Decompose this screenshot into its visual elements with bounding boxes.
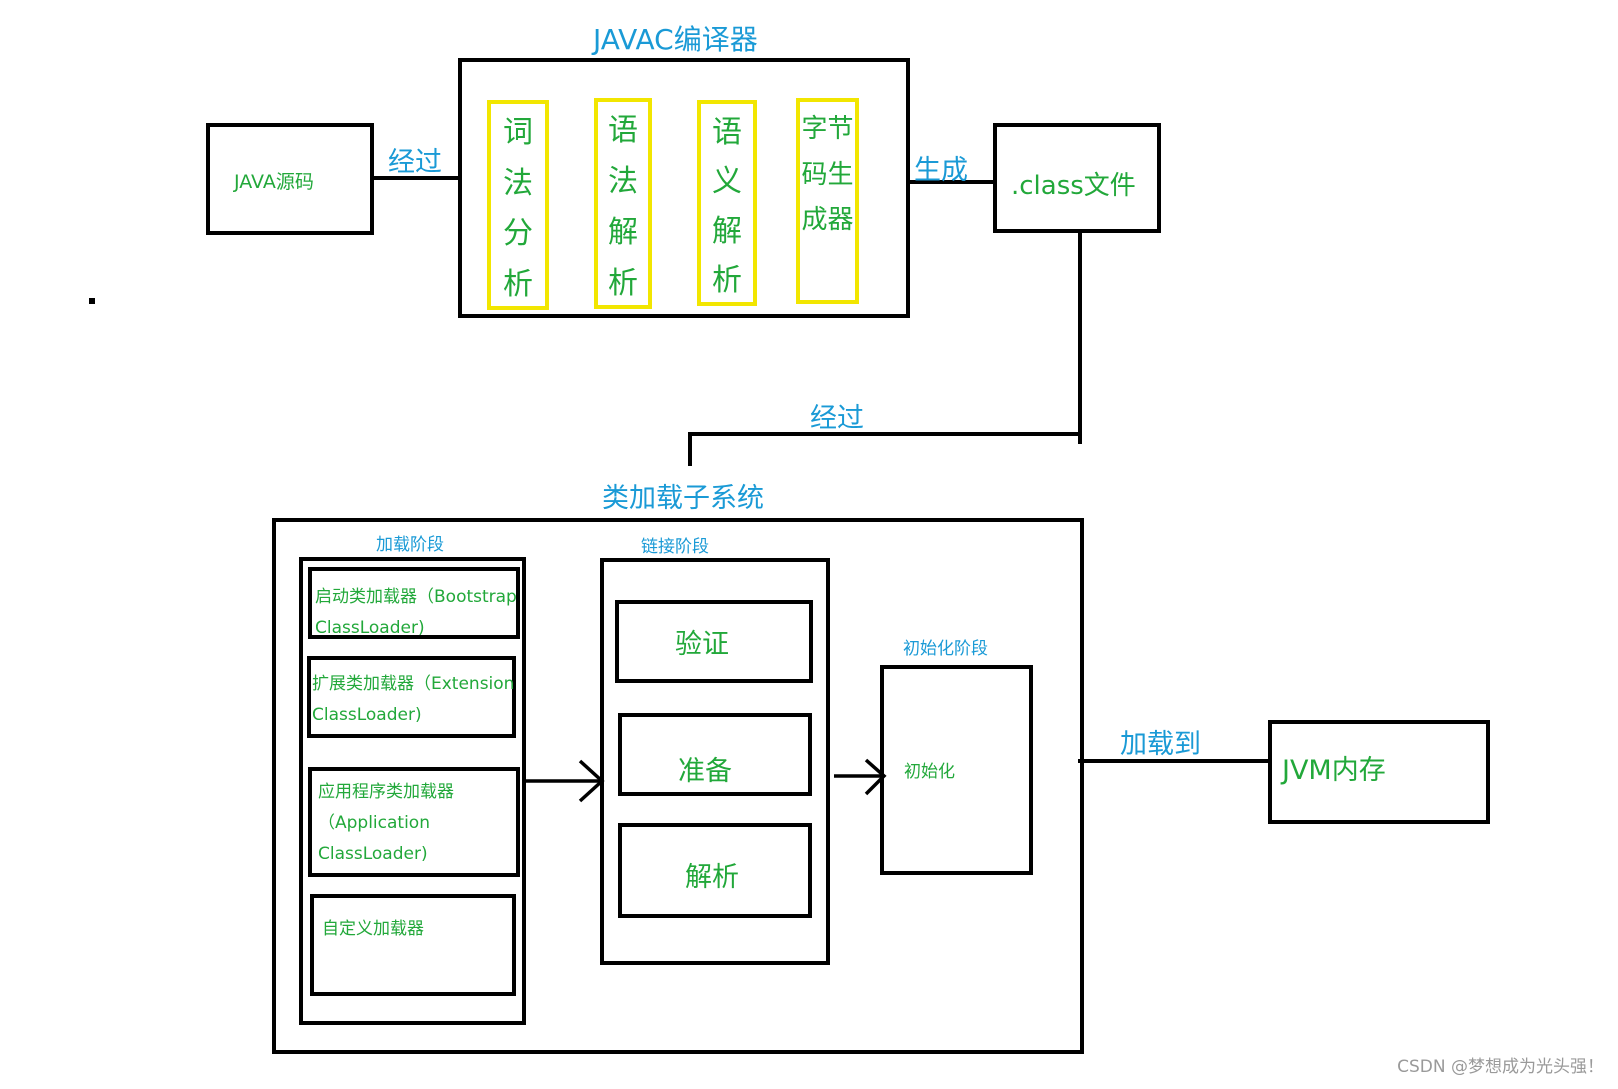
stage-semantic-box: 语 义 解 析 [697,100,757,306]
arrow-loading-to-linking [524,759,605,803]
classloader-subsystem-box [272,518,1084,1054]
application-loader-box: 应用程序类加载器 （Application ClassLoader) [308,767,520,877]
loading-stage-label: 加载阶段 [376,535,444,555]
stage-lexical-text: 词 法 分 析 [503,115,533,302]
extension-loader-text: 扩展类加载器（Extension ClassLoader) [312,674,515,725]
stage-syntax-text: 语 法 解 析 [608,113,638,301]
java-source-box: JAVA源码 [206,123,374,235]
connector-to-jvm [1078,759,1272,763]
stage-syntax-box: 语 法 解 析 [594,98,652,309]
extension-loader-box: 扩展类加载器（Extension ClassLoader) [307,656,516,738]
arrow-linking-to-init [834,758,887,796]
resolve-label: 解析 [685,862,739,893]
init-stage-label: 初始化阶段 [903,639,988,659]
javac-compiler-box [458,58,910,318]
custom-loader-box: 自定义加载器 [310,894,516,996]
connector-down-to-loader [688,432,692,466]
classloader-title: 类加载子系统 [602,483,764,514]
load-to-label: 加载到 [1120,729,1201,760]
bootstrap-loader-text: 启动类加载器（Bootstrap ClassLoader) [315,587,517,638]
jvm-memory-box: JVM内存 [1268,720,1490,824]
connector-horizontal [688,432,1082,436]
prepare-box: 准备 [618,713,812,796]
prepare-label: 准备 [678,756,732,787]
loading-stage-box [299,557,526,1025]
application-loader-text: 应用程序类加载器 （Application ClassLoader) [318,782,454,864]
java-source-label: JAVA源码 [234,171,314,193]
verify-label: 验证 [675,629,729,660]
pass-label-1: 经过 [388,147,442,178]
compiler-title: JAVAC编译器 [593,23,758,56]
class-file-label: .class文件 [1011,171,1136,201]
stage-bytecode-text: 字节 码生 成器 [801,114,854,235]
connector-class-down [1078,231,1082,444]
watermark: CSDN @梦想成为光头强！ [1397,1057,1604,1077]
linking-stage-box [600,558,830,965]
init-content-label: 初始化 [904,762,955,782]
bootstrap-loader-box: 启动类加载器（Bootstrap ClassLoader) [308,567,520,639]
connector-source-compiler [372,176,460,180]
connector-compiler-class [906,180,996,184]
pass-label-2: 经过 [810,403,864,434]
stage-lexical-box: 词 法 分 析 [487,100,549,310]
jvm-memory-label: JVM内存 [1282,755,1386,786]
custom-loader-text: 自定义加载器 [322,919,424,939]
stage-bytecode-box: 字节 码生 成器 [796,98,859,304]
stray-dot [89,298,95,304]
init-stage-box: 初始化 [880,665,1033,875]
generate-label: 生成 [914,155,968,186]
resolve-box: 解析 [618,823,812,918]
stage-semantic-text: 语 义 解 析 [712,114,742,299]
class-file-box: .class文件 [993,123,1161,233]
verify-box: 验证 [615,600,813,683]
linking-stage-label: 链接阶段 [641,537,709,557]
